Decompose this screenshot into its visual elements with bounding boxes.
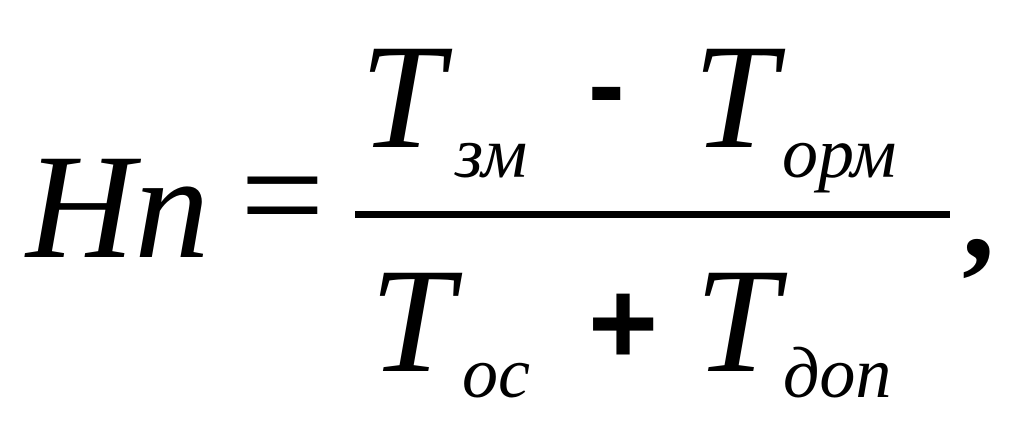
numerator-term2-subscript: орм: [782, 113, 897, 193]
denominator-plus-operator: +: [588, 256, 659, 390]
denominator-term1-symbol: T: [370, 238, 454, 404]
trailing-comma: ,: [962, 143, 995, 287]
numerator-term1-subscript: зм: [455, 113, 528, 193]
equals-sign: =: [240, 112, 325, 278]
numerator-term2-symbol: T: [693, 14, 777, 180]
numerator-minus-operator: -: [588, 23, 625, 146]
denominator-term2-subscript: доп: [783, 333, 892, 413]
denominator-term2-symbol: T: [695, 238, 779, 404]
formula-lhs: Нп: [26, 124, 210, 290]
fraction-bar: [355, 211, 950, 218]
numerator-term1-symbol: T: [360, 14, 444, 180]
denominator-term1-subscript: ос: [462, 333, 530, 413]
